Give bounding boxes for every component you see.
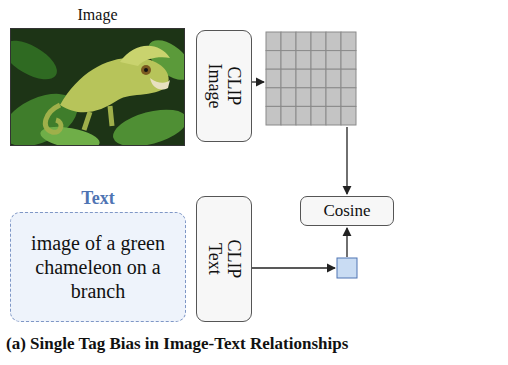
leaf	[109, 103, 185, 146]
encoder-box: CLIP Text	[196, 196, 252, 322]
encoder-box: CLIP Image	[196, 30, 252, 142]
operation-box: Cosine	[300, 196, 394, 226]
grid-cell	[266, 106, 281, 125]
grid-cell	[326, 32, 341, 51]
grid-cell	[326, 88, 341, 107]
grid-cell	[341, 51, 356, 70]
panel-heading: Image	[11, 6, 184, 24]
grid-cell	[266, 32, 281, 51]
grid-cell	[311, 106, 326, 125]
grid-cell	[311, 69, 326, 88]
grid-cell	[296, 106, 311, 125]
flow-arrow	[346, 228, 347, 257]
grid-cell	[266, 51, 281, 70]
text-input-box: Textimage of a green chameleon on a bran…	[10, 212, 186, 322]
text-embedding	[337, 258, 357, 278]
encoder-label: CLIP Image	[205, 57, 243, 115]
chameleon-body	[60, 58, 169, 113]
panel-heading: Text	[11, 188, 185, 209]
grid-cell	[341, 88, 356, 107]
input-text: image of a green chameleon on a branch	[19, 231, 177, 303]
chameleon-photo	[10, 28, 185, 146]
grid-cell	[266, 88, 281, 107]
flow-arrow	[252, 81, 264, 82]
grid-cell	[296, 88, 311, 107]
grid-cell	[281, 32, 296, 51]
grid-cell	[266, 69, 281, 88]
flow-arrow	[346, 127, 347, 194]
leaf	[10, 33, 63, 87]
grid-cell	[281, 88, 296, 107]
chameleon-pupil	[144, 68, 148, 72]
encoder-label: CLIP Text	[205, 230, 243, 288]
grid-cell	[341, 32, 356, 51]
grid-cell	[281, 51, 296, 70]
grid-cell	[296, 51, 311, 70]
grid-cell	[281, 69, 296, 88]
figure-caption: (a) Single Tag Bias in Image-Text Relati…	[6, 334, 348, 354]
operation-label: Cosine	[323, 201, 370, 221]
grid-cell	[296, 32, 311, 51]
grid-cell	[326, 106, 341, 125]
chameleon-crest	[120, 46, 170, 66]
flow-arrows	[252, 82, 347, 268]
grid-cell	[326, 69, 341, 88]
grid-cell	[311, 32, 326, 51]
grid-cell	[341, 106, 356, 125]
image-frame: Image	[10, 28, 185, 146]
grid-cell	[281, 106, 296, 125]
grid-cell	[311, 88, 326, 107]
chameleon-eye	[141, 65, 151, 75]
chameleon-tail	[45, 105, 61, 132]
feature-grid	[266, 32, 356, 125]
grid-cell	[326, 51, 341, 70]
flow-arrow	[252, 267, 335, 268]
grid-cell	[341, 69, 356, 88]
chameleon-mouth	[150, 78, 170, 90]
grid-cell	[296, 69, 311, 88]
grid-cell	[311, 51, 326, 70]
chameleon-legs	[84, 106, 112, 130]
